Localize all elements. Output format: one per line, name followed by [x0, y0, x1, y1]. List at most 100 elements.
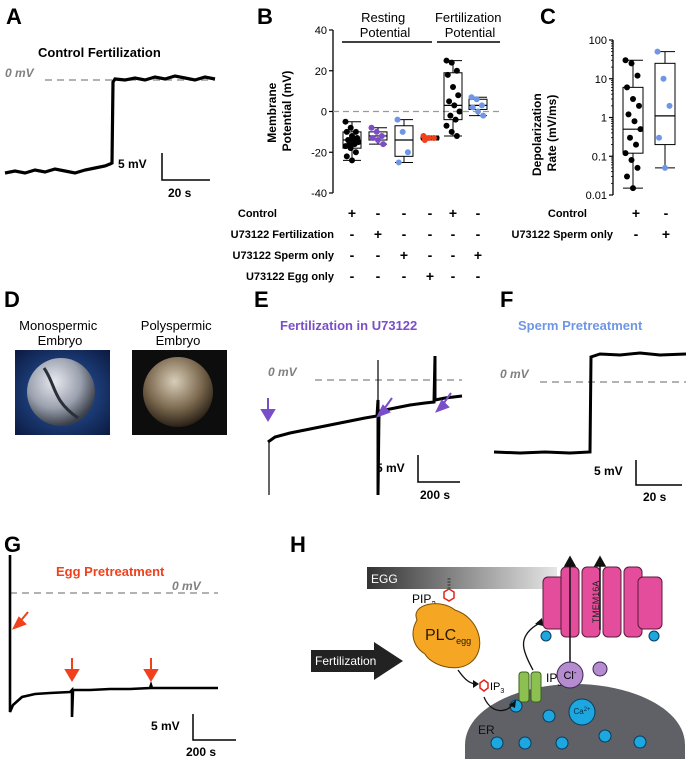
panel-e-arrow-2-head [375, 404, 391, 418]
panel-b-point [369, 134, 376, 141]
condition-sign: + [426, 268, 434, 284]
condition-sign: - [476, 268, 481, 284]
panel-b-group-resting: Resting Potential [360, 10, 411, 40]
panel-e: E Fertilization in U73122 0 mV 5 mV 200 … [254, 287, 463, 502]
panel-b-group-fert: Fertilization Potential [435, 10, 505, 40]
panel-g-scale-bar [192, 714, 236, 741]
condition-sign: - [402, 268, 407, 284]
condition-sign: + [449, 205, 457, 221]
condition-sign: - [350, 226, 355, 242]
panel-e-scale-t: 200 s [420, 488, 450, 502]
panel-b-point [468, 94, 475, 101]
panel-a-zero-label: 0 mV [5, 66, 35, 80]
panel-e-scale-bar [417, 455, 460, 483]
tmem16a-helix-4 [602, 566, 622, 638]
panel-c-point [633, 141, 639, 148]
panel-b-point [450, 84, 456, 91]
panel-f-title: Sperm Pretreatment [518, 318, 643, 333]
panel-c-point [624, 173, 630, 180]
panel-b-point [394, 116, 401, 123]
panel-b-group-resting-line2: Potential [360, 25, 411, 40]
panel-c-ylabel-line2: Rate (mV/ms) [545, 95, 559, 172]
panel-e-trace [267, 355, 463, 496]
ca-ion-6 [598, 729, 612, 743]
ip3-subscript: 3 [500, 688, 504, 695]
panel-b-point [446, 98, 453, 105]
panel-e-title: Fertilization in U73122 [280, 318, 417, 333]
condition-sign: - [402, 205, 407, 221]
panel-d-mono-line2: Embryo [38, 333, 83, 348]
ip3-to-receptor-arrow-head [509, 700, 516, 708]
panel-b-ytick-label: 20 [315, 66, 327, 78]
panel-c-box [622, 86, 644, 154]
panel-c-point [622, 150, 629, 157]
panel-letter-h: H [290, 532, 306, 557]
panel-g-title: Egg Pretreatment [56, 564, 165, 579]
panel-b-group-fert-line1: Fertilization [435, 10, 501, 25]
condition-sign: - [451, 268, 456, 284]
panel-g-zero-label: 0 mV [172, 579, 202, 593]
er-calcium-ions [490, 698, 647, 750]
panel-b-point [443, 122, 450, 129]
panel-e-arrow-3-head [434, 399, 450, 413]
panel-b-ylabel-line1: Membrane [265, 82, 279, 142]
ca-release-arrow [522, 621, 541, 671]
tmem-ca-site-2 [648, 630, 660, 642]
panel-g-arrow-1-head [11, 616, 27, 630]
plc-text: PLC [425, 627, 456, 644]
panel-b-ytick-label: 40 [315, 25, 327, 37]
panel-c-point [627, 134, 633, 141]
panel-letter-b: B [257, 4, 273, 29]
panel-c-ylabel: Depolarization Rate (mV/ms) [530, 90, 559, 176]
tmem-ca-site-1 [540, 630, 552, 642]
efflux-arrow-1-head [563, 555, 577, 567]
ip3-to-receptor-arrow [483, 696, 514, 712]
panel-e-arrows [260, 392, 452, 422]
panel-b-point [347, 145, 354, 152]
panel-d-poly-label: Polyspermic Embryo [141, 318, 215, 348]
panel-c-point [636, 102, 642, 109]
pip2-ring [443, 588, 455, 602]
ca-text: Ca [573, 707, 584, 716]
c-condition-sign: - [634, 226, 639, 242]
panel-b-point [451, 102, 458, 109]
panel-h: H ER Ca2+ IP3R EGG TMEM16A [290, 532, 685, 759]
panel-c-point [630, 185, 636, 192]
condition-sign: - [376, 268, 381, 284]
panel-b-group-fert-line2: Potential [445, 25, 496, 40]
panel-c-point [634, 164, 641, 171]
condition-sign: - [350, 268, 355, 284]
panel-d-poly-line2: Embryo [156, 333, 201, 348]
condition-row-label: Control [238, 208, 277, 220]
panel-b-point [380, 141, 387, 148]
ip3r-subunit-1 [518, 671, 530, 703]
monospermic-embryo-cell [27, 358, 95, 426]
panel-c-point [624, 84, 630, 91]
panel-b-point [349, 157, 355, 164]
panel-letter-d: D [4, 287, 20, 312]
panel-b-point [342, 118, 349, 125]
panel-b-point [373, 128, 380, 135]
condition-sign: - [451, 247, 456, 263]
chloride-ion-small [592, 661, 608, 677]
panel-c-ytick-label: 0.1 [592, 151, 607, 163]
panel-b-point [347, 124, 354, 131]
cl-superscript: - [574, 668, 577, 677]
ip3r-subunit-2 [530, 671, 542, 703]
panel-g-arrow-3-head [143, 669, 159, 682]
c-condition-row-label: U73122 Sperm only [512, 229, 614, 241]
c-condition-sign: + [632, 205, 640, 221]
panel-c-point [656, 134, 662, 141]
c-condition-sign: + [662, 226, 670, 242]
panel-b-point [447, 112, 454, 119]
panel-c-point [654, 48, 661, 55]
ca-ion-2 [542, 709, 556, 723]
plc-to-ip3-arrow-head [473, 680, 479, 688]
panel-c-point [630, 96, 636, 103]
panel-e-zero-label: 0 mV [268, 365, 298, 379]
condition-sign: - [428, 205, 433, 221]
panel-b-point [421, 137, 428, 144]
panel-a-scale-t: 20 s [168, 186, 192, 200]
